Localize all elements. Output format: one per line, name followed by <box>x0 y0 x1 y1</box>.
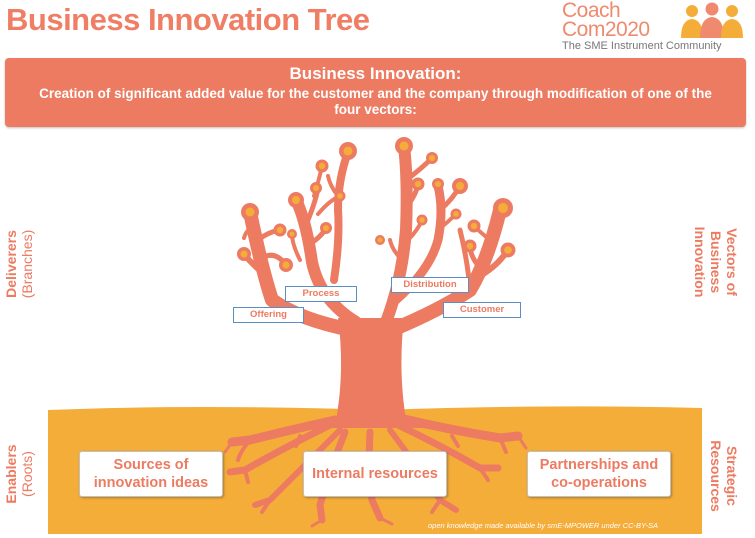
resource-box-partnerships: Partnerships and co-operations <box>527 451 671 497</box>
side-label-enablers: Enablers (Roots) <box>3 414 37 534</box>
vector-label-process: Process <box>285 286 357 302</box>
banner-title: Business Innovation: <box>289 64 462 83</box>
banner-text: Creation of significant added value for … <box>39 86 712 117</box>
roots-label: (Roots) <box>19 451 35 497</box>
vectors-label: Vectors of Business Innovation <box>692 226 740 298</box>
enablers-label: Enablers <box>3 444 19 504</box>
definition-banner: Business Innovation: Creation of signifi… <box>5 58 746 127</box>
side-label-strategic: Strategic Resources <box>706 431 740 521</box>
vector-label-distribution: Distribution <box>391 277 469 293</box>
license-footer: open knowledge made available by smE-MPO… <box>428 521 658 530</box>
side-label-vectors: Vectors of Business Innovation <box>692 202 740 322</box>
strategic-label: Strategic Resources <box>708 440 740 512</box>
resource-label-partnerships: Partnerships and co-operations <box>539 457 659 491</box>
resource-label-sources: Sources of innovation ideas <box>93 457 209 491</box>
logo-line-com: Com2020 <box>562 18 650 41</box>
resource-label-internal: Internal resources <box>312 466 438 482</box>
side-label-deliverers: Deliverers (Branches) <box>3 204 37 324</box>
branches-label: (Branches) <box>19 229 35 299</box>
vector-label-offering: Offering <box>233 307 304 323</box>
page-title: Business Innovation Tree <box>6 2 370 37</box>
coachcom-logo: Coach Com2020 The SME Instrument Communi… <box>560 0 750 56</box>
tree-blossoms <box>237 137 516 272</box>
vector-label-customer: Customer <box>443 302 521 318</box>
logo-line-coach: Coach <box>562 0 621 22</box>
resource-box-sources: Sources of innovation ideas <box>79 451 223 497</box>
deliverers-label: Deliverers <box>3 230 19 298</box>
tree-trunk <box>336 318 406 420</box>
logo-subtitle: The SME Instrument Community <box>562 40 722 52</box>
resource-box-internal: Internal resources <box>303 451 447 497</box>
people-group-icon <box>681 2 743 38</box>
